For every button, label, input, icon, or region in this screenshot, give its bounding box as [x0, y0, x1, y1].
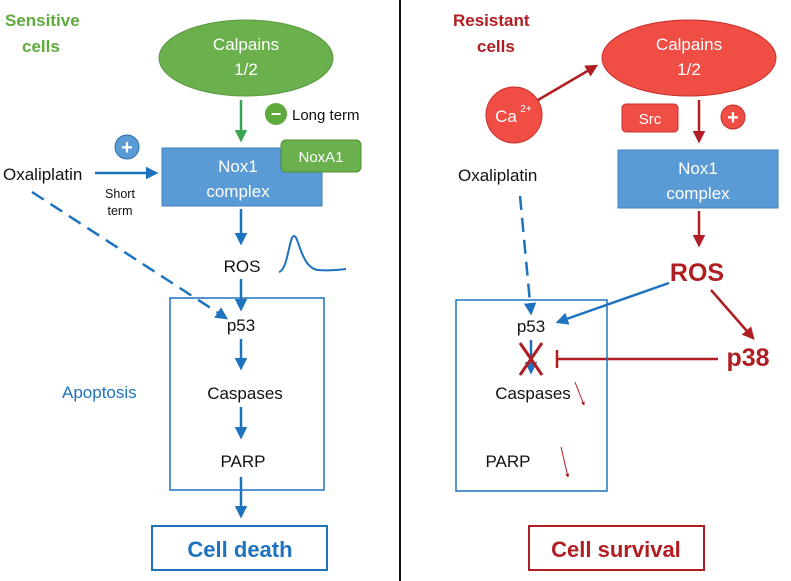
- left-p53-label: p53: [227, 316, 255, 335]
- short-term-label-line1: Short: [105, 187, 135, 201]
- left-oxaliplatin-label: Oxaliplatin: [3, 165, 82, 184]
- parp-decrease-arrow: [560, 446, 570, 478]
- left-calpains-ellipse: [158, 19, 334, 97]
- right-ros-to-p53-arrow: [555, 281, 670, 325]
- calcium-to-calpains-arrow: [537, 64, 599, 102]
- left-plus-circle: [114, 134, 140, 160]
- right-nox1-label-line2: complex: [666, 184, 730, 203]
- left-nox1-label-line1: Nox1: [218, 157, 258, 176]
- block-cross-line2: [518, 342, 544, 376]
- short-term-label-line2: term: [108, 204, 133, 218]
- right-title-line1: Resistant: [453, 11, 530, 30]
- calcium-circle: [485, 86, 543, 144]
- caspases-decrease-arrow: [574, 381, 585, 406]
- right-calpains-label-line2: 1/2: [677, 60, 701, 79]
- noxa1-label: NoxA1: [298, 149, 343, 166]
- left-title-line1: Sensitive: [5, 11, 80, 30]
- right-nox1-label-line1: Nox1: [678, 159, 718, 178]
- calcium-label: Ca: [495, 107, 517, 126]
- left-calpains-label-line1: Calpains: [213, 35, 279, 54]
- noxa1-box: [280, 139, 362, 173]
- right-parp-label: PARP: [485, 452, 530, 471]
- cell-death-label: Cell death: [187, 537, 292, 562]
- p38-label: p38: [726, 344, 769, 372]
- right-nox1-box: [617, 149, 779, 209]
- left-plus-sign: +: [121, 137, 133, 159]
- left-nox1-label-line2: complex: [206, 182, 270, 201]
- right-plus-circle: [720, 104, 746, 130]
- right-calpains-label-line1: Calpains: [656, 35, 722, 54]
- apoptosis-box: [169, 297, 325, 491]
- right-p53-label: p53: [517, 317, 545, 336]
- src-label: Src: [639, 111, 662, 128]
- cell-death-box: [151, 525, 328, 571]
- minus-circle: [265, 103, 287, 125]
- right-panel: Resistant cells Ca 2+ Calpains 1/2 Src +…: [453, 11, 779, 571]
- left-calpains-label-line2: 1/2: [234, 60, 258, 79]
- right-plus-sign: +: [727, 107, 739, 129]
- right-caspases-label: Caspases: [495, 384, 571, 403]
- src-box: [621, 103, 679, 133]
- left-panel: Sensitive cells Calpains 1/2 − Long term…: [3, 11, 362, 571]
- right-ros-to-p38-arrow: [710, 289, 755, 340]
- left-oxaliplatin-to-p53-dashed: [31, 190, 229, 320]
- right-oxaliplatin-to-p53-dashed: [518, 195, 537, 316]
- right-title-line2: cells: [477, 37, 515, 56]
- right-oxaliplatin-label: Oxaliplatin: [458, 166, 537, 185]
- left-title-line2: cells: [22, 37, 60, 56]
- cell-survival-box: [528, 525, 705, 571]
- cell-survival-label: Cell survival: [551, 537, 681, 562]
- ros-transient-curve: [278, 234, 347, 273]
- left-ros-label: ROS: [224, 257, 261, 276]
- left-caspases-label: Caspases: [207, 384, 283, 403]
- right-calpains-ellipse: [601, 19, 777, 97]
- right-ros-label: ROS: [670, 259, 724, 287]
- minus-sign: −: [271, 104, 282, 124]
- calcium-symbol: Ca: [495, 107, 517, 126]
- apoptosis-label: Apoptosis: [62, 383, 137, 402]
- left-parp-label: PARP: [220, 452, 265, 471]
- calcium-superscript: 2+: [520, 104, 532, 115]
- resistant-pathway-box: [455, 299, 608, 492]
- long-term-label: Long term: [292, 107, 360, 124]
